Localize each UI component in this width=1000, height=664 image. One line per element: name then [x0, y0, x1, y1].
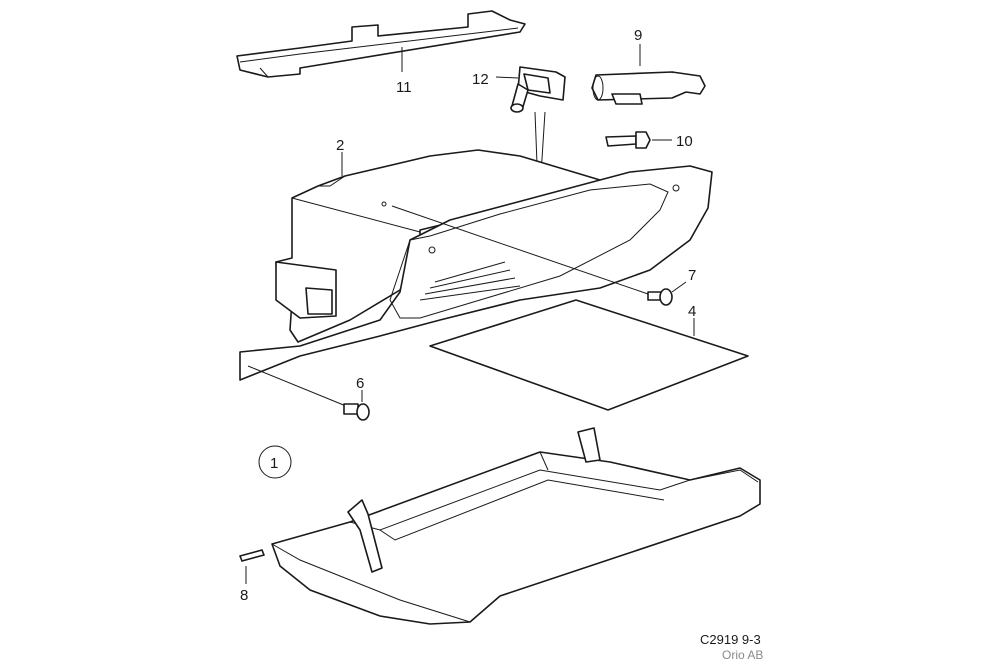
part-6-screw [343, 403, 370, 421]
callout-6: 6 [356, 375, 364, 392]
callout-11: 11 [396, 79, 412, 96]
part-12-lamp [510, 66, 566, 113]
callout-1-circle [258, 445, 292, 479]
part-8-pin [239, 549, 265, 562]
part-1-glovebox-tray: 1 [258, 427, 761, 625]
leader-6-line [247, 365, 347, 407]
callout-9: 9 [634, 27, 642, 44]
leader-7-line [391, 205, 649, 295]
drawing-code: C2919 9-3 [700, 632, 761, 647]
part-4-mat [429, 299, 749, 411]
callout-10: 10 [676, 133, 693, 150]
copyright-label: Orio AB [722, 648, 764, 662]
callout-2: 2 [336, 137, 344, 154]
part-3-front-frame [239, 165, 713, 381]
callout-8: 8 [240, 587, 248, 604]
callout-12: 12 [472, 71, 489, 88]
callout-1: 1 [270, 455, 278, 472]
leader-7 [671, 281, 687, 293]
part-7-screw [647, 288, 673, 306]
callout-4: 4 [688, 303, 696, 320]
callout-7: 7 [688, 267, 696, 284]
part-10-pin [605, 131, 651, 149]
part-11-bracket [236, 10, 526, 78]
leader-12 [495, 76, 519, 79]
part-2-glovebox-housing [275, 149, 611, 343]
part-9-latch [591, 71, 706, 105]
